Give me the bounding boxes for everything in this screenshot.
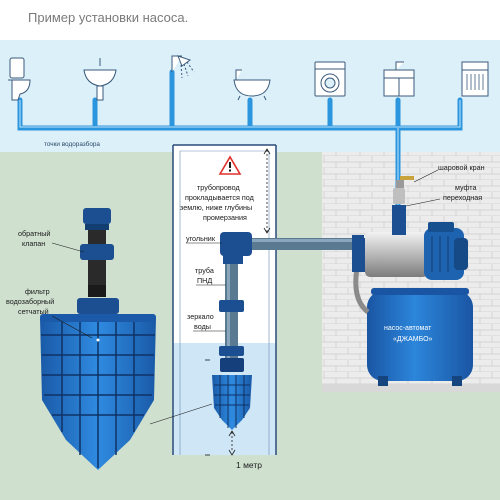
check-valve-label-line2: клапан [22, 239, 45, 248]
coupling-label-line1: муфта [455, 183, 477, 192]
water-points-label: точки водоразбора [44, 140, 100, 148]
page-title: Пример установки насоса. [28, 10, 188, 25]
well-filter [212, 358, 252, 430]
water-level-label-line1: зеркало [187, 312, 214, 321]
depth-label: 1 метр [236, 460, 262, 470]
warning-icon [218, 155, 242, 175]
pipeline-label-line4: промерзания [203, 213, 247, 222]
pump-station [352, 176, 473, 386]
intake-filter-detail [40, 298, 156, 470]
dishwasher-icon [461, 61, 489, 97]
water-level-label-line2: воды [194, 322, 211, 331]
check-valve-label-line1: обратный [18, 229, 50, 238]
pipeline-label-line3: землю, ниже глубины [180, 203, 252, 212]
shower-icon [171, 55, 195, 79]
toilet-icon [8, 57, 31, 101]
suction-pipe [219, 232, 365, 359]
elbow-fitting [220, 232, 252, 256]
ball-valve-label: шаровой кран [438, 163, 485, 172]
kitchen-sink-icon [383, 61, 415, 97]
bathtub-icon [233, 69, 271, 101]
floor-slab [322, 384, 500, 392]
depth-marker [205, 359, 236, 456]
elbow-label: угольник [186, 234, 216, 243]
sink-icon [83, 58, 117, 101]
hydro-tank [367, 291, 473, 381]
washing-machine-icon [314, 61, 346, 97]
pipe-label-line1: труба [195, 266, 214, 275]
filter-label-line2: водозаборный [6, 297, 54, 306]
check-valve-detail [80, 208, 114, 297]
pipeline-label-line1: трубопровод [197, 183, 240, 192]
filter-label-line1: фильтр [25, 287, 50, 296]
frost-depth-arrow [263, 148, 271, 234]
pipe-label-line2: ПНД [197, 276, 212, 285]
coupling-label-line2: переходная [443, 193, 482, 202]
filter-label-line3: сетчатый [18, 307, 49, 316]
pipeline-label-line2: прокладывается под [185, 193, 255, 202]
tank-label-line2: «ДЖАМБО» [393, 336, 433, 343]
tank-label-line1: насос-автомат [384, 325, 432, 332]
